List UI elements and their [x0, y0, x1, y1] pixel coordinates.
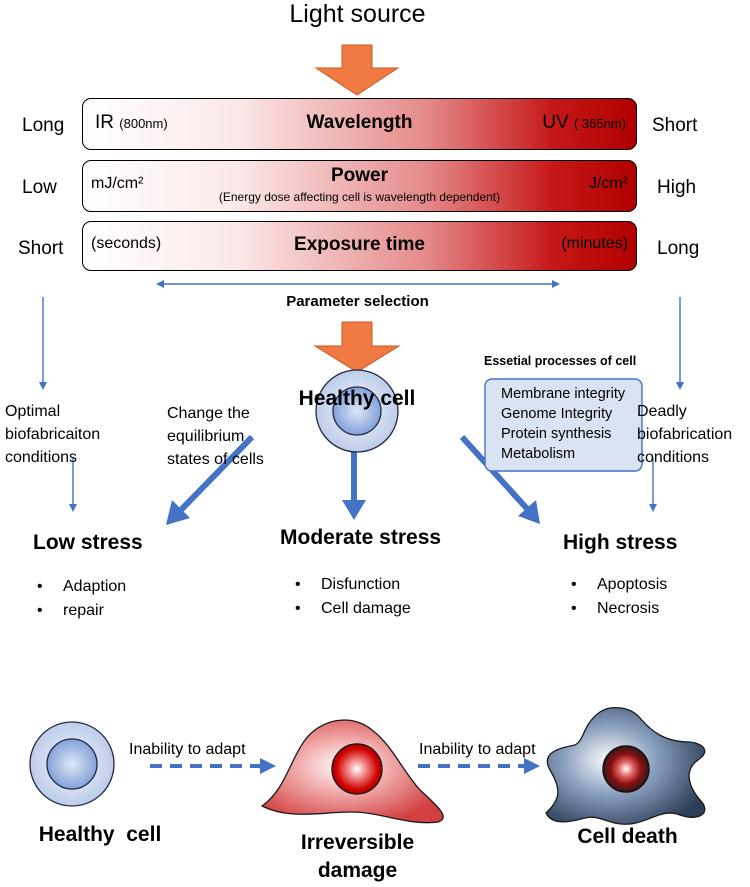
essential-item: Metabolism — [501, 446, 576, 462]
healthy-cell-top-nucleus — [332, 386, 382, 436]
power-title: Power — [330, 165, 389, 186]
exposure-title: Exposure time — [294, 234, 425, 255]
essential-title: Essetial processes of cell — [484, 354, 637, 368]
power-right-label: High — [657, 177, 697, 198]
healthy-cell-bottom-nucleus — [46, 738, 98, 790]
power-subtitle: (Energy dose affecting cell is wavelengt… — [218, 190, 501, 204]
orange-arrow-middle — [313, 321, 401, 373]
essential-item: Genome Integrity — [501, 406, 613, 422]
parameter-selection-label: Parameter selection — [286, 293, 429, 310]
arrow-to-high-stress — [459, 434, 533, 515]
irreversible-damage-label: Irreversible damage — [300, 831, 415, 882]
essential-item: Protein synthesis — [501, 426, 612, 442]
wavelength-uv-unit: ( 365nm) — [573, 116, 626, 131]
power-bar: mJ/cm² Power (Energy dose affecting cell… — [82, 160, 637, 212]
right-note: Deadly biofabrication conditions — [637, 403, 733, 466]
transition-label-1: Inability to adapt — [129, 741, 246, 758]
healthy-cell-bottom-label: Healthy cell — [38, 823, 162, 846]
essential-item: Membrane integrity — [501, 386, 626, 402]
wavelength-ir: IR — [95, 112, 114, 133]
power-high-unit: J/cm² — [588, 175, 628, 192]
light-source-title: Light source — [289, 0, 426, 28]
wavelength-ir-unit: (800nm) — [119, 116, 168, 131]
arrow-to-low-stress — [175, 434, 255, 516]
exposure-left-label: Short — [18, 238, 64, 259]
damaged-cell-nucleus — [331, 743, 383, 795]
exposure-minutes: (minutes) — [561, 235, 628, 252]
essential-box — [484, 378, 643, 472]
transition-label-2: Inability to adapt — [419, 741, 536, 758]
arrow-head-moderate — [342, 500, 366, 520]
dead-cell-nucleus — [602, 745, 650, 793]
low-stress-title: Low stress — [33, 531, 143, 554]
power-left-label: Low — [22, 177, 57, 198]
high-stress-title: High stress — [563, 531, 678, 554]
exposure-bar: (seconds) Exposure time (minutes) — [82, 221, 637, 271]
moderate-stress-title: Moderate stress — [280, 526, 442, 549]
cell-death-label: Cell death — [577, 825, 678, 848]
power-low-unit: mJ/cm² — [91, 175, 144, 192]
arrow-head-high — [518, 500, 540, 524]
wavelength-bar: IR (800nm) Wavelength UV ( 365nm) — [82, 98, 637, 150]
middle-note: Change the equilibrium states of cells — [167, 405, 264, 468]
wavelength-uv: UV — [542, 112, 569, 133]
dashed-arrow-2-head — [524, 758, 540, 774]
wavelength-title: Wavelength — [306, 112, 413, 133]
orange-arrow-top — [314, 44, 400, 96]
exposure-seconds: (seconds) — [91, 235, 162, 252]
wavelength-left-label: Long — [22, 115, 65, 136]
healthy-cell-top-label: Healthy cell — [298, 387, 416, 410]
arrow-head-low — [166, 500, 190, 525]
moderate-stress-bullets: Disfunction Cell damage — [295, 573, 411, 621]
wavelength-right-label: Short — [652, 115, 698, 136]
low-stress-bullets: Adaption repair — [37, 575, 126, 623]
left-note: Optimal biofabricaiton conditions — [5, 403, 101, 466]
high-stress-bullets: Apoptosis Necrosis — [571, 573, 667, 621]
exposure-right-label: Long — [657, 238, 700, 259]
dashed-arrow-1-head — [260, 758, 276, 774]
essential-list: Membrane integrity Genome Integrity Prot… — [501, 384, 625, 464]
